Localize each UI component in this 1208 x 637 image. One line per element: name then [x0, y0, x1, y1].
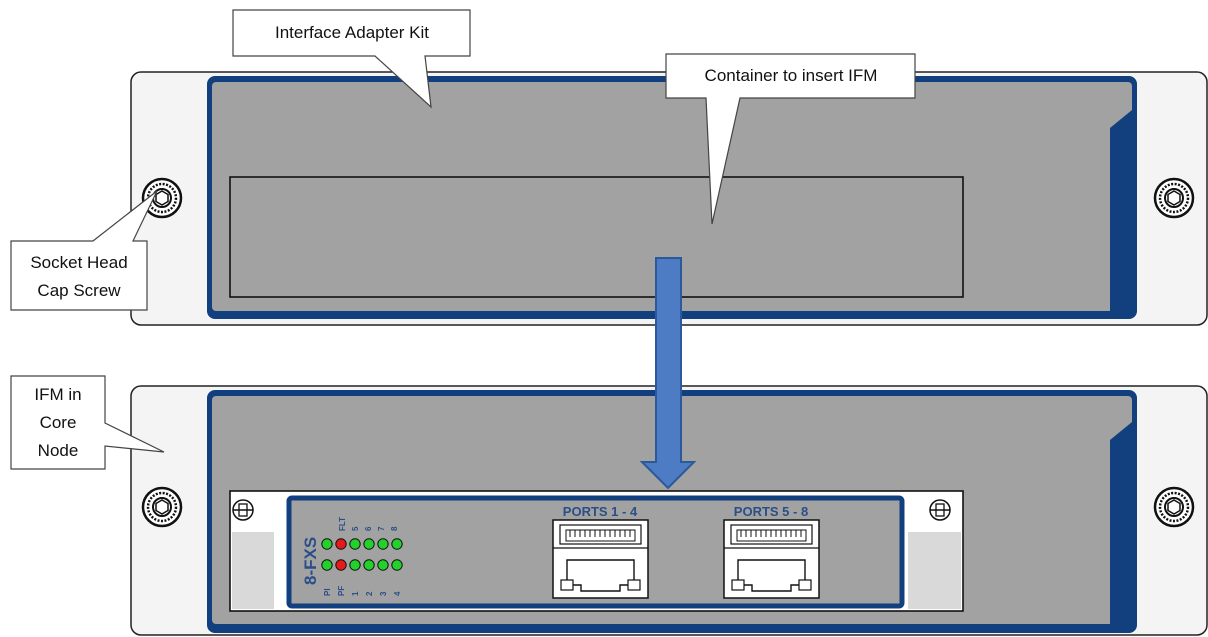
ifm-container-slot: [229, 176, 964, 298]
ports-1-4-label: PORTS 1 - 4: [563, 504, 638, 519]
led-indicator: [377, 538, 389, 550]
thumbscrew-icon: [929, 499, 951, 521]
led-indicator: [391, 559, 403, 571]
rj45-port-icon[interactable]: [723, 519, 820, 599]
callout-ifm-line2: Core: [40, 413, 77, 432]
led-label-8: 8: [390, 526, 399, 531]
led-indicator: [363, 538, 375, 550]
callout-container-text: Container to insert IFM: [705, 66, 878, 85]
led-indicator: [321, 559, 333, 571]
callout-container: Container to insert IFM: [665, 53, 916, 225]
led-row-2: [321, 559, 403, 571]
led-indicator: [335, 538, 347, 550]
led-indicator: [349, 538, 361, 550]
ifm-module-card: 8-FXS FLT 5 6 7 8: [229, 490, 964, 612]
led-label-pf: PF: [337, 586, 346, 596]
socket-head-screw-icon: [141, 177, 183, 219]
socket-head-screw-icon: [141, 486, 183, 528]
callout-ifm-line1: IFM in: [34, 385, 81, 404]
ports-5-8-label: PORTS 5 - 8: [734, 504, 808, 519]
led-label-pi: PI: [323, 588, 332, 596]
callout-interface-adapter-kit-text: Interface Adapter Kit: [275, 23, 429, 42]
led-label-flt: FLT: [338, 517, 347, 531]
bottom-panel-side-rail: [1110, 422, 1132, 624]
callout-screw-line2: Cap Screw: [37, 281, 121, 300]
led-indicator: [391, 538, 403, 550]
ifm-card-right-ejector: [908, 532, 961, 609]
led-indicator: [335, 559, 347, 571]
led-label-4: 4: [393, 591, 402, 596]
led-label-3: 3: [379, 591, 388, 596]
led-indicator: [363, 559, 375, 571]
led-indicator: [321, 538, 333, 550]
ifm-card-left-ejector: [232, 532, 274, 609]
insert-direction-arrow: [639, 257, 697, 490]
rj45-port-icon[interactable]: [552, 519, 649, 599]
callout-interface-adapter-kit: Interface Adapter Kit: [232, 9, 471, 109]
ifm-core-node-panel: 8-FXS FLT 5 6 7 8: [130, 385, 1208, 636]
led-label-6: 6: [364, 526, 373, 531]
led-label-1: 1: [351, 591, 360, 596]
led-label-2: 2: [365, 591, 374, 596]
callout-screw-line1: Socket Head: [30, 253, 127, 272]
led-label-7: 7: [377, 526, 386, 531]
top-panel-cavity: [212, 82, 1132, 311]
top-panel-side-rail: [1110, 110, 1132, 311]
led-row-1: [321, 538, 403, 550]
callout-ifm-core-node: IFM in Core Node: [10, 375, 165, 470]
socket-head-screw-icon: [1153, 486, 1195, 528]
led-label-5: 5: [351, 526, 360, 531]
thumbscrew-icon: [232, 499, 254, 521]
led-indicator: [377, 559, 389, 571]
module-name-label: 8-FXS: [301, 537, 320, 585]
socket-head-screw-icon: [1153, 177, 1195, 219]
callout-ifm-line3: Node: [38, 441, 79, 460]
callout-socket-head-screw: Socket Head Cap Screw: [10, 190, 158, 311]
led-indicator: [349, 559, 361, 571]
interface-adapter-kit-panel: [130, 71, 1208, 326]
